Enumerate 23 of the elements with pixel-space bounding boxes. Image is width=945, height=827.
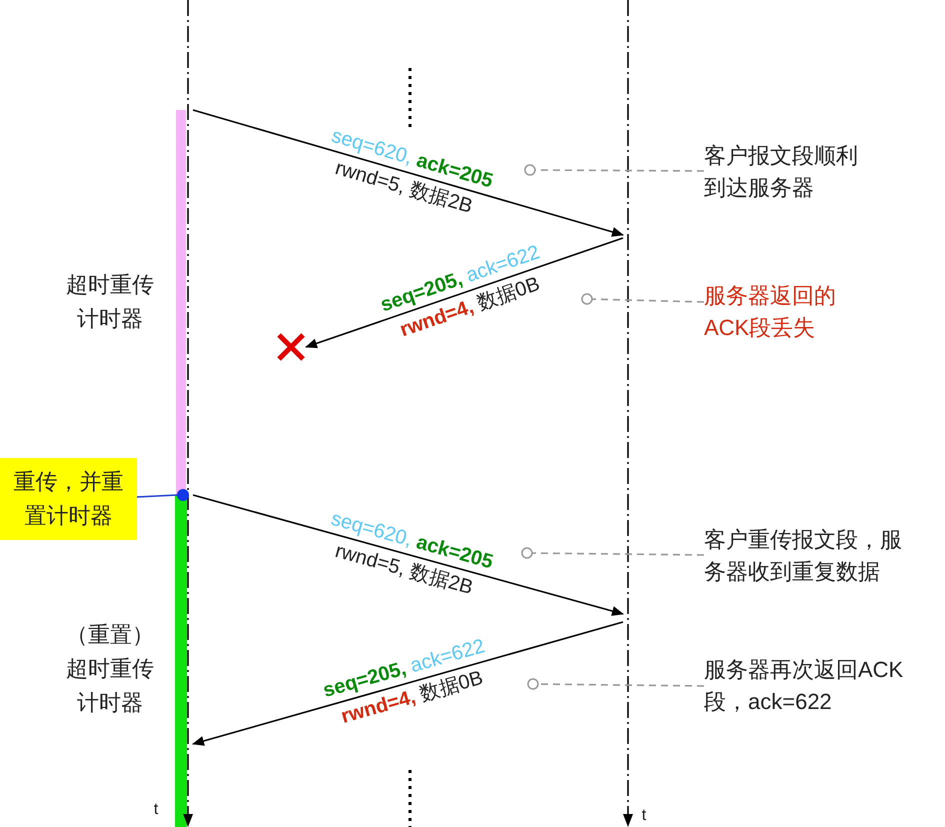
timer-label: 超时重传计时器 [65, 271, 155, 333]
message-arrow [192, 109, 624, 237]
time-axis-label: t [152, 800, 160, 820]
leader-line [527, 678, 704, 690]
message-arrow [305, 237, 624, 348]
annotation-text: 服务器再次返回ACK段，ack=622 [704, 654, 916, 718]
callout-box: 重传，并重置计时器 [0, 458, 137, 540]
time-axis-label: t [640, 806, 648, 826]
lifeline [623, 0, 633, 827]
leader-line [521, 547, 704, 559]
connector-line [136, 494, 178, 498]
timer-label: （重置）超时重传计时器 [65, 621, 155, 717]
edge-label: seq=205, ack=622 rwnd=4, 数据0B [320, 634, 488, 730]
edge-label: seq=620, ack=205 rwnd=5, 数据2B [328, 506, 496, 600]
lost-segment-cross [276, 332, 306, 362]
leader-line [524, 164, 704, 176]
annotation-text: 服务器返回的ACK段丢失 [704, 280, 846, 344]
annotation-text: 客户报文段顺利到达服务器 [704, 140, 866, 204]
leader-line [581, 293, 704, 305]
message-arrow [192, 494, 624, 616]
message-arrow [192, 621, 624, 746]
annotation-text: 客户重传报文段，服务器收到重复数据 [704, 524, 916, 588]
lifeline [183, 0, 193, 827]
